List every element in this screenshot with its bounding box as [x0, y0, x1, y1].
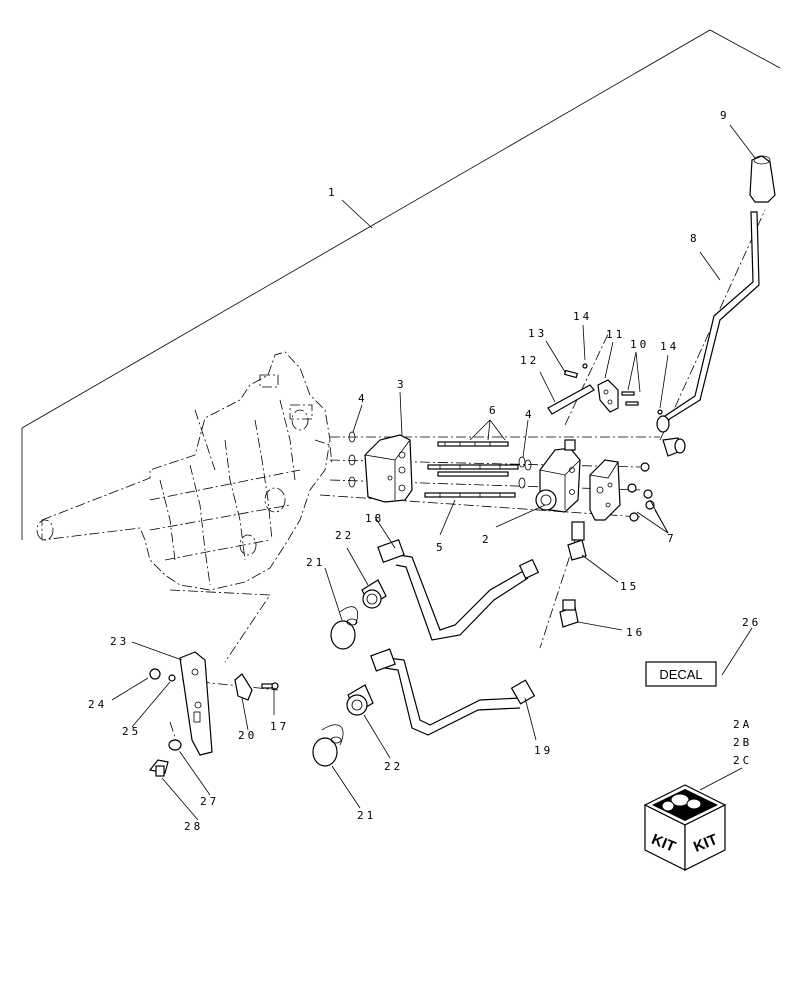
- leader-lines: [111, 124, 756, 821]
- decal-box: DECAL: [645, 661, 717, 687]
- callout-4a: 4: [358, 392, 368, 405]
- callout-26: 26: [742, 616, 761, 629]
- hardware: [148, 668, 279, 777]
- callout-28: 28: [184, 820, 203, 833]
- callout-2: 2: [482, 533, 492, 546]
- callout-13: 13: [528, 327, 547, 340]
- front-block: [364, 434, 413, 503]
- callout-23: 23: [110, 635, 129, 648]
- callout-14a: 14: [573, 310, 592, 323]
- callout-8: 8: [690, 232, 700, 245]
- nuts: [627, 462, 655, 522]
- callout-7: 7: [667, 532, 677, 545]
- dust-caps: [312, 606, 359, 767]
- control-lever: [656, 211, 760, 457]
- callout-19: 19: [534, 744, 553, 757]
- decal-label: DECAL: [659, 667, 702, 682]
- assembly-outline: [21, 29, 781, 540]
- callout-1: 1: [328, 186, 338, 199]
- callout-24: 24: [88, 698, 107, 711]
- control-valve: [535, 439, 581, 513]
- callout-25: 25: [122, 725, 141, 738]
- transmission-housing: [36, 351, 333, 663]
- callout-2B: 2B: [733, 736, 752, 749]
- o-rings: [348, 431, 532, 489]
- linkage-parts: [547, 363, 663, 415]
- callout-4b: 4: [525, 408, 535, 421]
- bracket-plate: [179, 651, 213, 756]
- hydraulic-tubes: [370, 538, 540, 736]
- callout-14b: 14: [660, 340, 679, 353]
- callout-27: 27: [200, 795, 219, 808]
- callout-5: 5: [436, 541, 446, 554]
- callout-2A: 2A: [733, 718, 752, 731]
- callout-20: 20: [238, 729, 257, 742]
- callout-12: 12: [520, 354, 539, 367]
- callout-2C: 2C: [733, 754, 752, 767]
- callout-22b: 22: [384, 760, 403, 773]
- callout-6: 6: [489, 404, 499, 417]
- callout-18: 18: [365, 512, 384, 525]
- callout-17: 17: [270, 720, 289, 733]
- studs: [424, 441, 519, 498]
- rear-cover: [589, 459, 621, 521]
- callout-9: 9: [720, 109, 730, 122]
- kit-box-icon: KIT KIT: [643, 784, 727, 871]
- callout-10: 10: [630, 338, 649, 351]
- callout-21a: 21: [306, 556, 325, 569]
- callout-15: 15: [620, 580, 639, 593]
- callout-21b: 21: [357, 809, 376, 822]
- couplers: [346, 579, 387, 716]
- lever-knob: [749, 155, 776, 203]
- fittings: [559, 521, 587, 628]
- callout-22a: 22: [335, 529, 354, 542]
- callout-3: 3: [397, 378, 407, 391]
- callout-labels: 1 2 3 4 4 5 6 7 8 9 10 11 12 13 14 14 15…: [88, 109, 761, 833]
- callout-11: 11: [606, 328, 625, 341]
- callout-16: 16: [626, 626, 645, 639]
